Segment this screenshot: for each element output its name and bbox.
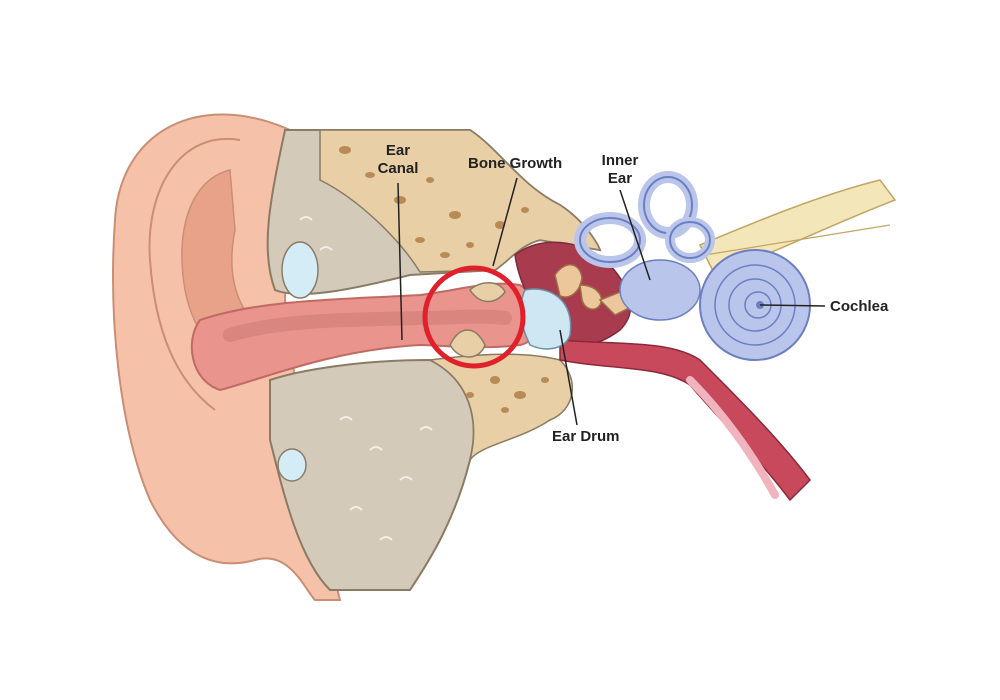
ear-drum-leader bbox=[559, 329, 578, 426]
nerve-bundle-2 bbox=[704, 224, 891, 256]
outer-ear-fold bbox=[148, 137, 241, 411]
eustachian-tube bbox=[559, 339, 811, 502]
bone-spots bbox=[339, 146, 549, 413]
tissue-texture bbox=[299, 216, 433, 541]
inner-ear-label: Inner Ear bbox=[590, 152, 650, 188]
inner-ear-leader bbox=[619, 189, 651, 281]
ear-canal-shadow bbox=[223, 309, 512, 342]
ear-canal-leader bbox=[397, 182, 403, 341]
cartilage-lower bbox=[277, 448, 307, 482]
lower-bone bbox=[427, 353, 574, 461]
bone-growth-highlight bbox=[422, 265, 526, 369]
cochlea-leader bbox=[759, 304, 826, 307]
ear-canal bbox=[190, 282, 540, 392]
bone-growth-label: Bone Growth bbox=[468, 155, 563, 172]
semicircular-canals bbox=[574, 171, 715, 268]
upper-bone bbox=[319, 129, 602, 273]
lower-tissue bbox=[269, 358, 475, 591]
ear-drum-label: Ear Drum bbox=[552, 428, 620, 445]
cochlea bbox=[699, 249, 811, 361]
cochlea-label: Cochlea bbox=[830, 298, 889, 315]
leader-lines bbox=[397, 177, 826, 426]
ear-canal-label-line2: Canal bbox=[377, 160, 419, 177]
ear-canal-label: Ear Canal bbox=[368, 142, 428, 178]
inner-ear-label-line2: Ear bbox=[607, 170, 633, 187]
inner-ear-label-line1: Inner bbox=[601, 152, 639, 169]
ear-canal-label-line1: Ear bbox=[385, 142, 411, 159]
eustachian-tube-inner bbox=[686, 376, 779, 499]
vestibule bbox=[619, 259, 701, 321]
bone-growth-upper bbox=[469, 282, 506, 303]
bone-growth-lower bbox=[449, 329, 486, 358]
bone-growth-leader bbox=[492, 177, 518, 267]
cartilage-upper bbox=[281, 241, 319, 299]
